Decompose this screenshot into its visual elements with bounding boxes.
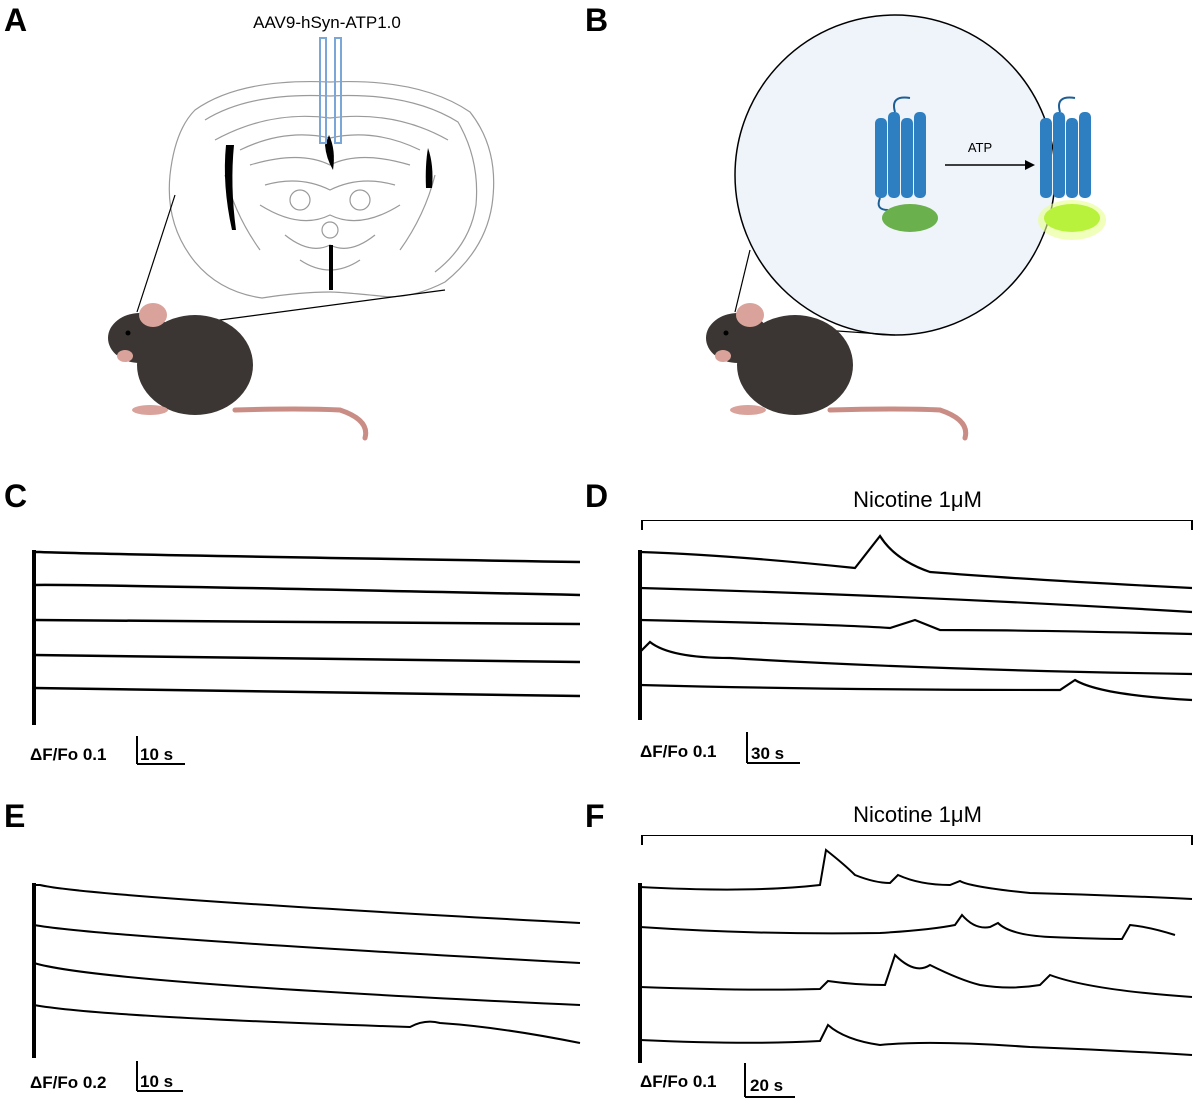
panel-d-letter: D [585, 478, 609, 514]
panel-b-letter: B [585, 2, 609, 38]
atp-label: ATP [968, 140, 992, 155]
scale-y-label-f: ΔF/Fo 0.1 [640, 1072, 716, 1091]
scale-y-label-d: ΔF/Fo 0.1 [640, 742, 716, 761]
sensor-dim-icon [882, 204, 938, 232]
scale-y-label-e: ΔF/Fo 0.2 [30, 1073, 106, 1092]
mouse-illustration-icon [108, 303, 369, 441]
treatment-label-f: Nicotine 1μM [853, 802, 982, 827]
panel-c-letter: C [4, 478, 28, 514]
brain-region-right [425, 148, 433, 188]
panel-b-illustration: ATP [706, 14, 1106, 441]
scale-x-label: 10 s [140, 745, 173, 764]
scale-x-label-e: 10 s [140, 1072, 173, 1091]
panel-e-letter: E [4, 798, 26, 834]
brain-region-left [224, 145, 236, 230]
gpcr-receptor-active-icon [1040, 96, 1091, 198]
gpcr-receptor-icon [875, 96, 926, 211]
panel-a-letter: A [4, 2, 28, 38]
treatment-label-d: Nicotine 1μM [853, 487, 982, 512]
virus-label: AAV9-hSyn-ATP1.0 [253, 13, 401, 32]
injection-pipette-icon [319, 37, 342, 144]
panel-e-traces: ΔF/Fo 0.2 10 s [30, 883, 581, 1092]
scale-y-label: ΔF/Fo 0.1 [30, 745, 106, 764]
sensor-bright-icon [1044, 204, 1100, 232]
scale-x-label-d: 30 s [751, 744, 784, 763]
panel-f-letter: F [585, 798, 605, 834]
brain-region-bottom [329, 245, 333, 290]
panel-f-traces: ΔF/Fo 0.1 20 s [638, 835, 1193, 1098]
scale-x-label-f: 20 s [750, 1076, 783, 1095]
panel-d-traces: ΔF/Fo 0.1 30 s [638, 520, 1193, 764]
brain-region-center [325, 135, 334, 170]
panel-c-traces: ΔF/Fo 0.1 10 s [30, 550, 581, 765]
mouse-illustration-icon-b [706, 303, 969, 441]
panel-a-illustration: AAV9-hSyn-ATP1.0 [108, 13, 495, 441]
coronal-brain-section-icon [168, 80, 495, 299]
